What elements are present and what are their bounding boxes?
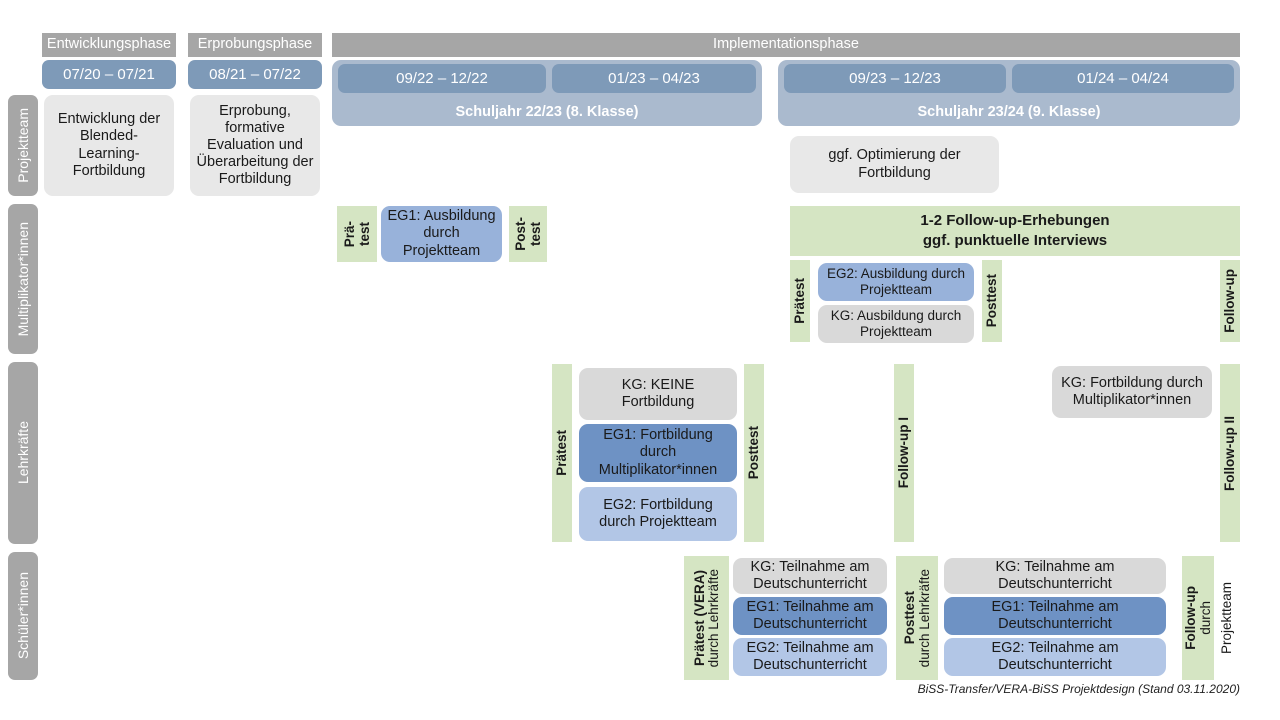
box-text: EG1: Teilnahme am Deutschunterricht — [991, 598, 1119, 632]
lehrkraefte-kg-keine-box: KG: KEINE Fortbildung — [579, 368, 737, 420]
school-year-2223-container: 09/22 – 12/22 01/23 – 04/23 Schuljahr 22… — [332, 60, 762, 126]
multiplikatoren-kg-box: KG: Ausbildung durch Projektteam — [818, 305, 974, 343]
multiplikatoren-praetest-2-strip: Prätest — [790, 260, 810, 342]
box-text: EG2: Teilnahme am Deutschunterricht — [991, 639, 1119, 673]
lehrkraefte-followup-1-strip: Follow-up I — [894, 364, 914, 542]
phase-bar-implementationsphase: Implementationsphase — [332, 33, 1240, 57]
date-chip-label: 09/22 – 12/22 — [396, 69, 488, 87]
school-year-2223-label: Schuljahr 22/23 (8. Klasse) — [455, 104, 639, 120]
posttest-label: Posttest — [746, 426, 762, 480]
row-label-lehrkraefte: Lehrkräfte — [8, 362, 38, 544]
multiplikatoren-praetest-1-strip: Prä- test — [337, 206, 377, 262]
row-label-multiplikatorinnen: Multiplikator*innen — [8, 204, 38, 354]
school-year-2324-container: 09/23 – 12/23 01/24 – 04/24 Schuljahr 23… — [778, 60, 1240, 126]
followup-label: Follow-up — [1183, 586, 1198, 650]
multiplikatoren-eg2-box: EG2: Ausbildung durch Projektteam — [818, 263, 974, 301]
box-text: KG: KEINE Fortbildung — [621, 376, 695, 410]
date-chip-label: 08/21 – 07/22 — [209, 65, 301, 83]
box-text: Entwicklung der Blended-Learning-Fortbil… — [57, 111, 161, 179]
schuelerinnen-posttest-strip: Posttest durch Lehrkräfte — [896, 556, 938, 680]
lehrkraefte-followup-2-strip: Follow-up II — [1220, 364, 1240, 542]
schuelerinnen-followup-strip: Follow-up durch — [1182, 556, 1214, 680]
praetest-durch-lehrkraefte-label: durch Lehrkräfte — [706, 568, 721, 668]
followup-2-label: Follow-up II — [1222, 415, 1238, 491]
posttest-label: Posttest — [984, 274, 1000, 328]
box-text: EG2: Ausbildung durch Projektteam — [826, 266, 966, 297]
row-label-text: Projektteam — [15, 108, 31, 183]
footer-credit: BiSS-Transfer/VERA-BiSS Projektdesign (S… — [640, 682, 1240, 700]
row-label-text: Lehrkräfte — [15, 421, 31, 485]
lehrkraefte-kg-fortbildung-box: KG: Fortbildung durch Multiplikator*inne… — [1052, 366, 1212, 418]
date-chip-0124-0424: 01/24 – 04/24 — [1012, 64, 1234, 93]
multiplikatoren-followup-strip: Follow-up — [1220, 260, 1240, 342]
followup-durch-label: durch — [1197, 601, 1213, 635]
posttest-line-2: test — [527, 221, 543, 246]
posttest-label: Posttest — [902, 591, 917, 645]
schuelerinnen-kg-box-right: KG: Teilnahme am Deutschunterricht — [944, 558, 1166, 594]
phase-bar-label: Implementationsphase — [713, 36, 859, 53]
schuelerinnen-eg2-box-left: EG2: Teilnahme am Deutschunterricht — [733, 638, 887, 676]
box-text: KG: Fortbildung durch Multiplikator*inne… — [1061, 374, 1203, 408]
schuelerinnen-kg-box-left: KG: Teilnahme am Deutschunterricht — [733, 558, 887, 594]
lehrkraefte-eg1-box: EG1: Fortbildung durch Multiplikator*inn… — [579, 424, 737, 482]
box-text: ggf. Optimierung der Fortbildung — [828, 147, 961, 181]
date-chip-0922-1222: 09/22 – 12/22 — [338, 64, 546, 93]
multiplikatoren-posttest-2-strip: Posttest — [982, 260, 1002, 342]
projektteam-optimierung-box: ggf. Optimierung der Fortbildung — [790, 136, 999, 193]
praetest-line-1: Prä- — [342, 220, 357, 248]
row-label-projektteam: Projektteam — [8, 95, 38, 196]
followup-banner-line-1: 1-2 Follow-up-Erhebungen — [920, 211, 1110, 229]
box-text: KG: Ausbildung durch Projektteam — [830, 308, 962, 339]
footer-text: BiSS-Transfer/VERA-BiSS Projektdesign (S… — [917, 682, 1240, 696]
lehrkraefte-posttest-strip: Posttest — [744, 364, 764, 542]
followup-banner-line-2: ggf. punktuelle Interviews — [922, 232, 1108, 249]
date-chip-0923-1223: 09/23 – 12/23 — [784, 64, 1006, 93]
row-label-text: Schüler*innen — [15, 572, 31, 660]
posttest-line-1: Post- — [513, 217, 528, 251]
box-text: EG1: Ausbildung durch Projektteam — [387, 208, 496, 259]
date-chip-0123-0423: 01/23 – 04/23 — [552, 64, 756, 93]
multiplikatoren-posttest-1-strip: Post- test — [509, 206, 547, 262]
box-text: EG1: Teilnahme am Deutschunterricht — [746, 598, 874, 632]
date-chip-0821-0722: 08/21 – 07/22 — [188, 60, 322, 89]
date-chip-0720-0721: 07/20 – 07/21 — [42, 60, 176, 89]
phase-bar-label: Entwicklungsphase — [46, 36, 172, 53]
date-chip-label: 09/23 – 12/23 — [849, 69, 941, 87]
phase-bar-label: Erprobungsphase — [197, 36, 313, 53]
school-year-2324-label: Schuljahr 23/24 (9. Klasse) — [917, 104, 1101, 120]
box-text: EG2: Fortbildung durch Projektteam — [599, 496, 717, 530]
schuelerinnen-eg2-box-right: EG2: Teilnahme am Deutschunterricht — [944, 638, 1166, 676]
schuelerinnen-followup-projektteam-label-wrap: Projektteam — [1214, 556, 1240, 680]
row-label-text: Multiplikator*innen — [15, 221, 31, 337]
followup-label: Follow-up — [1222, 269, 1238, 333]
schuelerinnen-eg1-box-left: EG1: Teilnahme am Deutschunterricht — [733, 597, 887, 635]
date-chip-label: 01/23 – 04/23 — [608, 69, 700, 87]
schuelerinnen-eg1-box-right: EG1: Teilnahme am Deutschunterricht — [944, 597, 1166, 635]
lehrkraefte-praetest-strip: Prätest — [552, 364, 572, 542]
row-label-schuelerinnen: Schüler*innen — [8, 552, 38, 680]
praetest-label: Prätest — [554, 430, 570, 476]
phase-bar-entwicklungsphase: Entwicklungsphase — [42, 33, 176, 57]
praetest-label: Prätest — [792, 278, 808, 324]
box-text: KG: Teilnahme am Deutschunterricht — [995, 558, 1115, 592]
box-text: EG1: Fortbildung durch Multiplikator*inn… — [598, 427, 718, 478]
multiplikatoren-followup-banner: 1-2 Follow-up-Erhebungen ggf. punktuelle… — [790, 206, 1240, 256]
praetest-vera-label: Prätest (VERA) — [691, 569, 707, 667]
schuelerinnen-praetest-strip: Prätest (VERA) durch Lehrkräfte — [684, 556, 729, 680]
box-text: Erprobung, formative Evaluation und Über… — [196, 102, 314, 188]
phase-bar-erprobungsphase: Erprobungsphase — [188, 33, 322, 57]
lehrkraefte-eg2-box: EG2: Fortbildung durch Projektteam — [579, 487, 737, 541]
followup-1-label: Follow-up I — [896, 417, 912, 489]
box-text: KG: Teilnahme am Deutschunterricht — [750, 558, 870, 592]
multiplikatoren-eg1-box: EG1: Ausbildung durch Projektteam — [381, 206, 502, 262]
date-chip-label: 07/20 – 07/21 — [63, 65, 155, 83]
projektteam-entwicklung-box: Entwicklung der Blended-Learning-Fortbil… — [44, 95, 174, 196]
box-text: EG2: Teilnahme am Deutschunterricht — [746, 639, 874, 673]
posttest-durch-lehrkraefte-label: durch Lehrkräfte — [916, 568, 932, 668]
praetest-line-2: test — [356, 221, 372, 246]
date-chip-label: 01/24 – 04/24 — [1077, 69, 1169, 87]
projektteam-erprobung-box: Erprobung, formative Evaluation und Über… — [190, 95, 320, 196]
followup-projektteam-label: Projektteam — [1219, 581, 1235, 655]
